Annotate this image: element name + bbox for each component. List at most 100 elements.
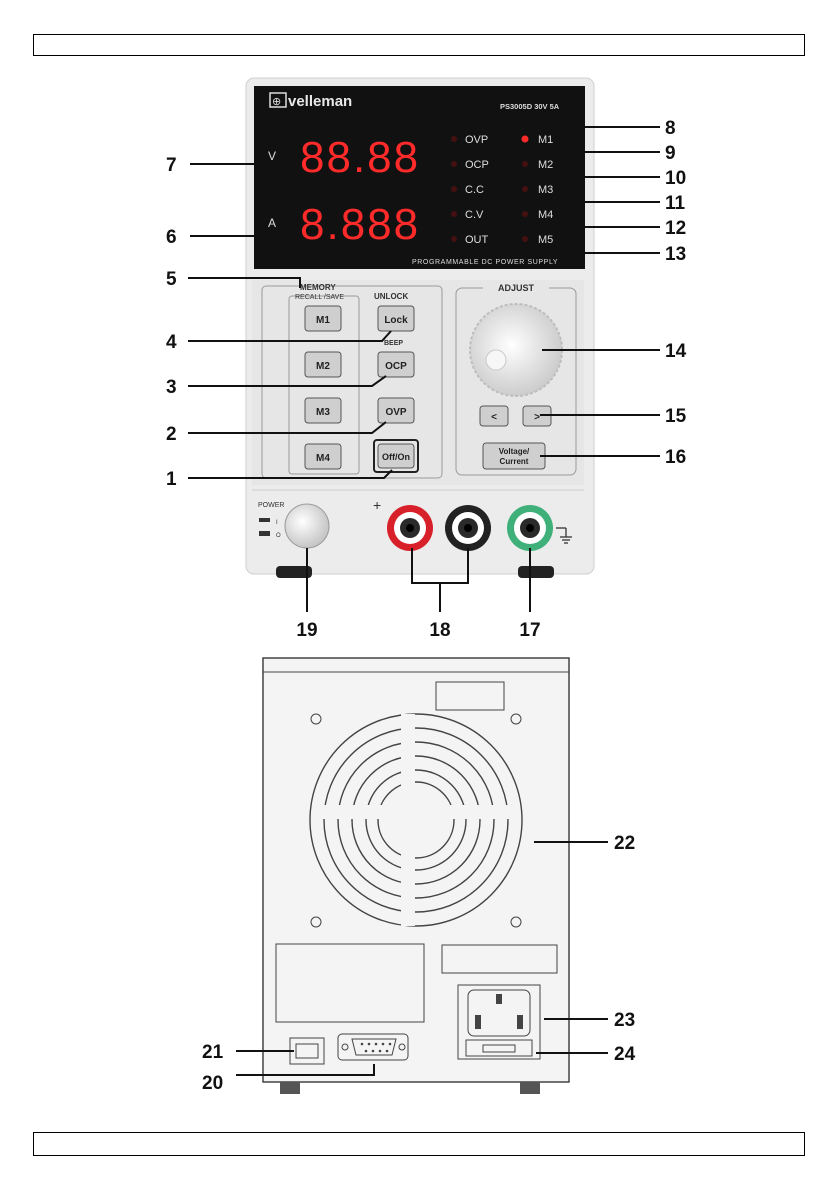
m5-led: [522, 236, 528, 242]
memory-indicator-m5: M5: [538, 234, 553, 246]
callout-15: 15: [665, 406, 687, 427]
power-on-symbol: [259, 518, 270, 522]
m3-led: [522, 186, 528, 192]
callout-1: 1: [166, 469, 177, 490]
voltage-display: 88.88: [300, 133, 420, 182]
callout-24: 24: [614, 1044, 636, 1065]
beep-label: BEEP: [384, 340, 403, 347]
indicator-ovp: OVP: [465, 134, 488, 146]
callout-18: 18: [429, 620, 450, 641]
left-arrow-label: <: [491, 412, 497, 423]
unlock-label: UNLOCK: [374, 292, 408, 301]
m3-button[interactable]: M3: [305, 398, 341, 423]
callout-16: 16: [665, 447, 686, 468]
plus-sign: +: [373, 497, 381, 513]
callout-12: 12: [665, 218, 686, 239]
power-switch[interactable]: [285, 504, 329, 548]
callout-2: 2: [166, 424, 177, 445]
m1-button[interactable]: M1: [305, 306, 341, 331]
rear-panel: [263, 658, 569, 1094]
callout-10: 10: [665, 168, 686, 189]
callout-4: 4: [166, 332, 177, 353]
off-on-button[interactable]: Off/On: [374, 440, 418, 472]
rear-label-plate: [436, 682, 504, 710]
adjust-label: ADJUST: [498, 283, 535, 293]
m2-button[interactable]: M2: [305, 352, 341, 377]
callout-3: 3: [166, 377, 177, 398]
callout-14: 14: [665, 341, 687, 362]
m4-button-label: M4: [316, 453, 330, 464]
power-off-mark: O: [276, 533, 281, 539]
rear-foot-right: [520, 1082, 540, 1094]
fuse-holder[interactable]: [466, 1040, 532, 1056]
memory-indicator-m3: M3: [538, 184, 553, 196]
front-foot-right: [518, 566, 554, 578]
m2-led: [522, 161, 528, 167]
callout-7: 7: [166, 155, 177, 176]
indicator-out: OUT: [465, 234, 489, 246]
usb-port[interactable]: [290, 1038, 324, 1064]
ovp-button-label: OVP: [385, 407, 406, 418]
svg-text:⊕: ⊕: [272, 96, 281, 108]
indicator-cc: C.C: [465, 184, 484, 196]
page-footer-box: [33, 1132, 805, 1156]
callout-17: 17: [519, 620, 540, 641]
ovp-led: [451, 136, 457, 142]
cv-led: [451, 211, 457, 217]
ocp-button-label: OCP: [385, 361, 407, 372]
memory-indicator-m4: M4: [538, 209, 553, 221]
callout-8: 8: [665, 118, 676, 139]
out-led: [451, 236, 457, 242]
m1-led: [522, 136, 529, 143]
m4-led: [522, 211, 528, 217]
m4-button[interactable]: M4: [305, 444, 341, 469]
v-label: V: [268, 149, 276, 163]
rs232-port[interactable]: [338, 1034, 408, 1060]
off-on-button-label: Off/On: [382, 452, 410, 462]
callout-19: 19: [296, 620, 317, 641]
ocp-button[interactable]: OCP: [378, 352, 414, 377]
brand-text: velleman: [288, 93, 352, 110]
callout-11: 11: [665, 193, 686, 214]
callout-23: 23: [614, 1010, 635, 1031]
negative-terminal[interactable]: [445, 505, 491, 551]
power-label: POWER: [258, 502, 284, 509]
programmable-label: PROGRAMMABLE DC POWER SUPPLY: [412, 259, 558, 266]
memory-indicator-m1: M1: [538, 134, 553, 146]
ground-terminal[interactable]: [507, 505, 553, 551]
rear-fuse-label: [442, 945, 557, 973]
lock-button-label: Lock: [384, 315, 408, 326]
m2-button-label: M2: [316, 361, 330, 372]
callout-5: 5: [166, 269, 177, 290]
memory-title: MEMORY: [300, 283, 336, 292]
vc-label-line1: Voltage/: [499, 447, 530, 456]
indicator-ocp: OCP: [465, 159, 489, 171]
callout-9: 9: [665, 143, 676, 164]
rear-info-plate: [276, 944, 424, 1022]
power-off-symbol: [259, 531, 270, 536]
m1-button-label: M1: [316, 315, 330, 326]
rear-foot-left: [280, 1082, 300, 1094]
ovp-button[interactable]: OVP: [378, 398, 414, 423]
indicator-cv: C.V: [465, 209, 484, 221]
memory-indicator-m2: M2: [538, 159, 553, 171]
model-text: PS3005D 30V 5A: [500, 102, 560, 111]
ocp-led: [451, 161, 457, 167]
m3-button-label: M3: [316, 407, 330, 418]
positive-terminal[interactable]: [387, 505, 433, 551]
recall-save-label: RECALL /SAVE: [295, 294, 344, 301]
cc-led: [451, 186, 457, 192]
callout-21: 21: [202, 1042, 224, 1063]
left-arrow-button[interactable]: <: [480, 406, 508, 426]
callout-22: 22: [614, 833, 635, 854]
a-label: A: [268, 216, 276, 230]
callout-6: 6: [166, 227, 177, 248]
callout-20: 20: [202, 1073, 223, 1094]
current-display: 8.888: [300, 200, 420, 249]
right-arrow-label: >: [534, 412, 540, 423]
voltage-current-button[interactable]: Voltage/ Current: [483, 443, 545, 469]
vc-label-line2: Current: [500, 457, 529, 466]
lock-button[interactable]: Lock: [378, 306, 414, 331]
callout-13: 13: [665, 244, 686, 265]
